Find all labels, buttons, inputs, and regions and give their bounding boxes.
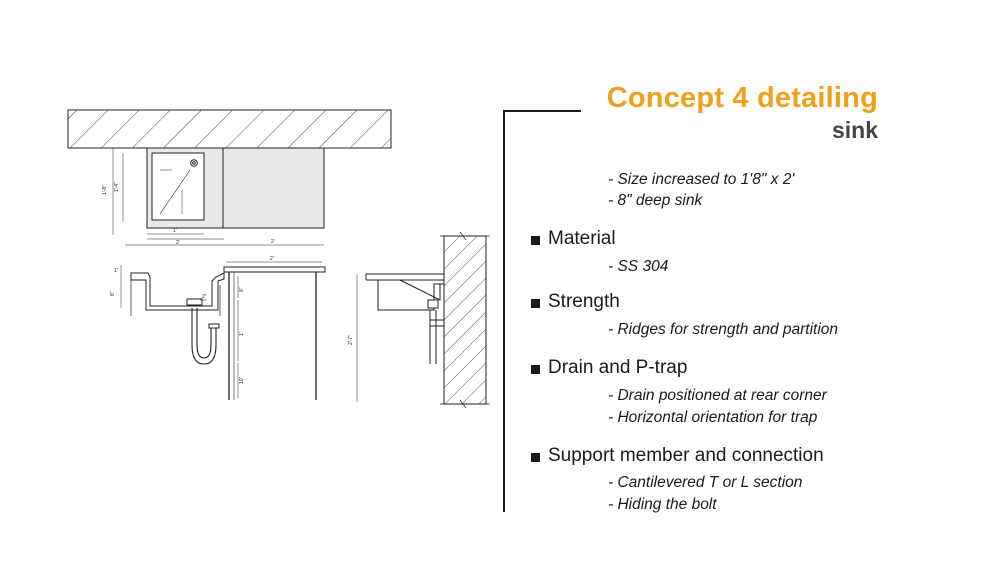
material-note: - SS 304 — [608, 258, 669, 275]
plan-view — [67, 109, 392, 246]
dim-section-height: 2'-7" — [348, 335, 354, 345]
page-title: Concept 4 detailing — [606, 82, 878, 114]
plan-drain — [190, 159, 198, 167]
frame-vertical-line — [503, 110, 505, 512]
dim-plan-width-inner: 1' — [173, 228, 177, 234]
intro-note: - Size increased to 1'8" x 2' — [608, 171, 795, 188]
elev-p-trap — [191, 308, 217, 365]
bullet-square-icon — [531, 365, 540, 374]
dim-elev-leg-a: 8" — [239, 287, 245, 292]
dim-plan-width-right: 2' — [271, 239, 275, 245]
page-subtitle: sink — [831, 117, 878, 143]
section-heading-material: Material — [548, 228, 616, 249]
section-drain-pipe — [429, 310, 444, 364]
section-sink — [366, 273, 445, 311]
support-note: - Cantilevered T or L section — [608, 474, 803, 491]
section-wall — [443, 235, 487, 405]
side-section — [356, 231, 490, 409]
elev-countertop — [223, 266, 326, 273]
support-note: - Hiding the bolt — [608, 496, 717, 513]
plan-sink-bowl — [151, 152, 205, 221]
dim-plan-width-outer: 2' — [176, 240, 180, 246]
dim-plan-height-outer: 1'-8" — [102, 185, 108, 195]
sink-technical-drawing: 1'-8" 1'-4" 1' 2' 2' — [67, 109, 490, 409]
dim-elev-drain: 2" — [202, 294, 207, 300]
dim-elev-leg-b: 1' — [239, 332, 245, 336]
bullet-square-icon — [531, 453, 540, 462]
dim-plan-height-inner: 1'-4" — [114, 182, 120, 192]
section-heading-strength: Strength — [548, 291, 620, 312]
frame-horizontal-line — [503, 110, 581, 112]
drain-note: - Horizontal orientation for trap — [608, 409, 818, 426]
elev-sink-profile — [130, 272, 225, 311]
section-heading-drain: Drain and P-trap — [548, 357, 688, 378]
dim-elev-width: 2' — [270, 256, 274, 262]
wall-slab — [67, 109, 392, 149]
bullet-square-icon — [531, 236, 540, 245]
intro-note: - 8" deep sink — [608, 192, 703, 209]
bullet-square-icon — [531, 299, 540, 308]
dim-elev-rim: 1" — [114, 268, 119, 274]
front-elevation — [120, 261, 326, 400]
plan-counter — [222, 147, 325, 229]
dim-elev-depth: 8" — [110, 291, 116, 296]
drain-note: - Drain positioned at rear corner — [608, 387, 827, 404]
dim-elev-leg-c: 10" — [239, 376, 245, 384]
section-bracket — [399, 279, 441, 301]
strength-note: - Ridges for strength and partition — [608, 321, 839, 338]
section-heading-support: Support member and connection — [548, 445, 824, 466]
